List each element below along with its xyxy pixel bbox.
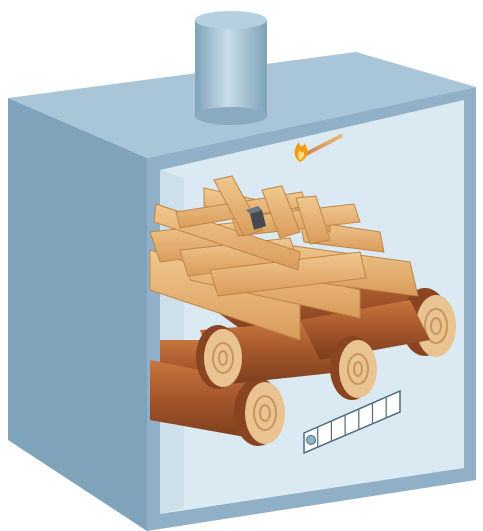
chimney-flue xyxy=(195,11,267,125)
chimney-body xyxy=(195,20,267,116)
chimney-base xyxy=(195,107,267,125)
chimney-top xyxy=(195,11,267,29)
indicator-light-icon[interactable] xyxy=(307,436,316,445)
housing-side xyxy=(8,98,147,531)
